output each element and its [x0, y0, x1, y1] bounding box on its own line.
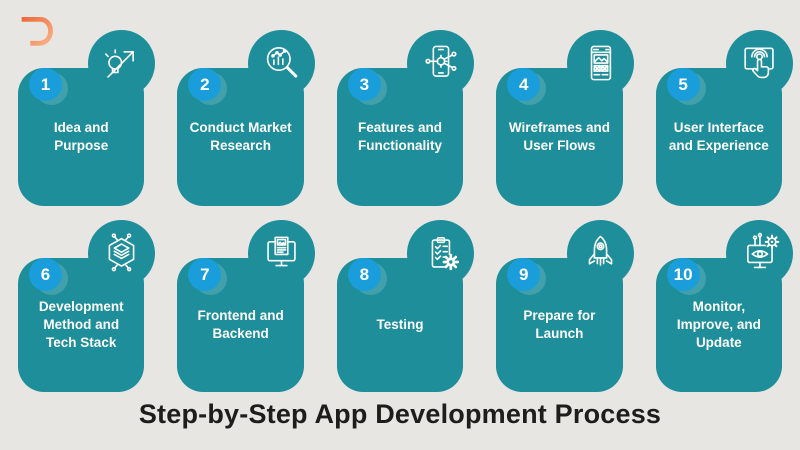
rocket-launch-icon: [566, 220, 634, 287]
steps-row-1: 1 Idea and Purpose 2 Conduct Market Rese…: [18, 30, 794, 206]
step-card-8: 8 Testing: [336, 220, 475, 392]
wireframe-layout-icon: [566, 30, 634, 97]
step-label: Development Method and Tech Stack: [38, 299, 124, 350]
step-number-badge: 10: [666, 258, 700, 291]
step-number-badge: 4: [507, 68, 541, 101]
step-number-badge: 2: [188, 68, 222, 101]
step-card-3: 3 Features and Functionality: [336, 30, 475, 206]
step-card-1: 1 Idea and Purpose: [18, 30, 156, 206]
checklist-gear-icon: [407, 220, 475, 287]
step-card-7: 7 Frontend and Backend: [177, 220, 315, 392]
step-number-badge: 6: [29, 258, 62, 291]
step-label: Frontend and Backend: [197, 308, 284, 341]
lightbulb-growth-arrow-icon: [88, 30, 156, 97]
monitor-analytics-gear-icon: [726, 220, 794, 287]
step-label: Prepare for Launch: [523, 308, 596, 341]
step-number-badge: 8: [347, 258, 381, 291]
brand-logo: [13, 8, 53, 46]
step-label: Conduct Market Research: [189, 120, 292, 153]
tech-stack-hexagon-icon: [88, 220, 156, 287]
step-number-badge: 1: [29, 68, 62, 101]
step-card-6: 6 Development Method and Tech Stack: [18, 220, 156, 392]
step-card-4: 4 Wireframes and User Flows: [496, 30, 634, 206]
step-card-9: 9 Prepare for Launch: [496, 220, 634, 392]
step-card-2: 2 Conduct Market Research: [177, 30, 315, 206]
market-research-magnifier-icon: [247, 30, 315, 97]
infographic-title: Step-by-Step App Development Process: [138, 399, 662, 429]
step-label: Features and Functionality: [358, 120, 443, 153]
step-number-badge: 3: [347, 68, 381, 101]
step-number-badge: 7: [188, 258, 222, 291]
step-number-badge: 5: [666, 68, 700, 101]
phone-gear-network-icon: [407, 30, 475, 97]
step-label: Testing: [376, 317, 424, 333]
steps-row-2: 6 Development Method and Tech Stack 7 Fr…: [18, 220, 794, 392]
step-label: Wireframes and User Flows: [508, 120, 610, 153]
step-card-5: 5 User Interface and Experience: [655, 30, 794, 206]
step-label: Idea and Purpose: [53, 120, 109, 153]
step-label: User Interface and Experience: [668, 120, 769, 153]
step-card-10: 10 Monitor, Improve, and Update: [655, 220, 794, 392]
touch-screen-icon: [726, 30, 794, 97]
step-number-badge: 9: [507, 258, 541, 291]
step-label: Monitor, Improve, and Update: [676, 299, 761, 350]
monitor-webpage-icon: [247, 220, 315, 287]
